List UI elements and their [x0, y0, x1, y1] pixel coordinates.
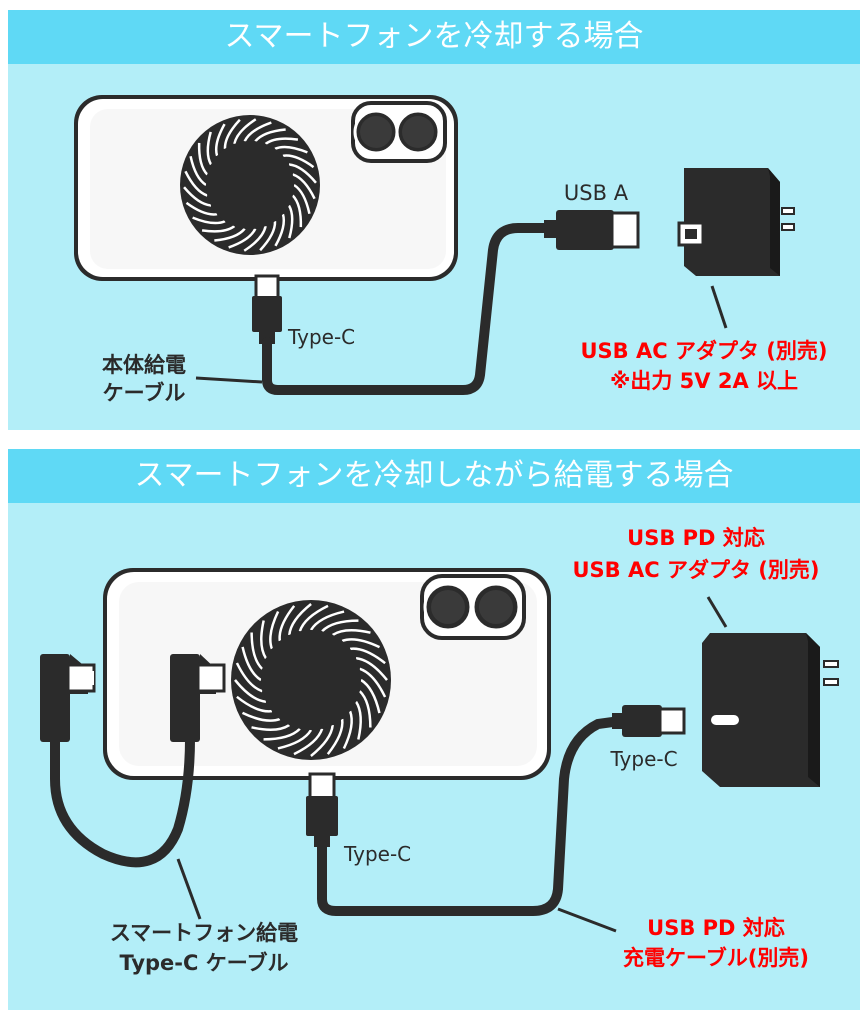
phone-cable-label-line2: Type-C ケーブル — [120, 951, 289, 975]
section-2-title: スマートフォンを冷却しながら給電する場合 — [8, 449, 860, 503]
usb-pd-charging-cable — [317, 716, 625, 916]
camera-icon — [351, 101, 447, 163]
section-2-panel: スマートフォンを冷却しながら給電する場合 — [8, 449, 860, 1010]
fan-icon — [180, 115, 320, 255]
usb-a-plug — [544, 210, 640, 250]
usb-pd-ac-adapter — [702, 633, 839, 787]
camera-icon — [420, 574, 526, 640]
type-c-device-label: Type-C — [343, 842, 411, 866]
pd-cable-label-line1: USB PD 対応 — [647, 916, 785, 940]
phone-cable-leader-line — [176, 858, 202, 920]
type-c-connector — [252, 274, 282, 344]
adapter-label-line2: ※出力 5V 2A 以上 — [610, 369, 798, 393]
adapter-label-line1: USB AC アダプタ (別売) — [581, 339, 828, 363]
section-1-panel: スマートフォンを冷却する場合 — [8, 10, 860, 430]
pd-cable-leader-line — [557, 907, 617, 933]
section-1-diagram: USB A Type-C 本体給電 ケーブル USB AC アダプタ (別売) … — [74, 95, 828, 405]
cable-label-line2: ケーブル — [103, 381, 186, 405]
usb-a-label: USB A — [564, 181, 629, 205]
cable-leader-line — [195, 376, 263, 384]
cable-label-line1: 本体給電 — [102, 353, 186, 377]
pd-cable-label-line2: 充電ケーブル(別売) — [623, 946, 809, 970]
power-cable — [262, 223, 558, 395]
adapter-leader-line — [706, 596, 728, 628]
type-c-connector — [306, 772, 338, 847]
section-1-title: スマートフォンを冷却する場合 — [8, 10, 860, 64]
type-c-adapter-label: Type-C — [609, 747, 677, 771]
adapter-label-line2: USB AC アダプタ (別売) — [573, 558, 820, 582]
type-c-plug-adapter-side — [612, 705, 686, 737]
phone-cable-label-line1: スマートフォン給電 — [110, 921, 298, 945]
section-2-diagram: USB PD 対応 USB AC アダプタ (別売) Type-C Type-C… — [40, 526, 839, 975]
type-c-label: Type-C — [287, 325, 355, 349]
usb-ac-adapter — [677, 168, 795, 276]
adapter-label-line1: USB PD 対応 — [627, 526, 765, 550]
adapter-leader-line — [710, 285, 728, 329]
fan-icon — [231, 600, 391, 760]
smartphone-type-c-cable — [40, 654, 226, 868]
